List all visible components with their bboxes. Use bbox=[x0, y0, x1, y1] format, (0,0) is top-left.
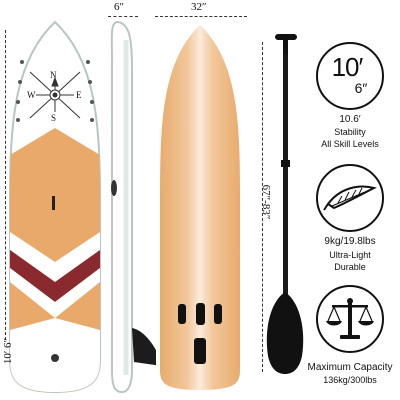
compass-n: N bbox=[50, 70, 57, 80]
capacity-value: 136kg/300lbs bbox=[323, 375, 377, 385]
capacity-badge bbox=[316, 285, 384, 353]
paddle-length-dimension-line bbox=[262, 42, 263, 372]
compass-w: W bbox=[27, 90, 36, 100]
weight-line2: Durable bbox=[334, 262, 366, 272]
weight-value: 9kg/19.8lbs bbox=[324, 236, 376, 247]
thickness-dimension-line bbox=[108, 16, 138, 17]
capacity-title: Maximum Capacity bbox=[307, 362, 393, 373]
length-badge-feet: 10′ bbox=[331, 52, 364, 82]
paddle bbox=[266, 34, 304, 374]
board-bottom-view bbox=[156, 19, 244, 395]
scale-icon bbox=[326, 298, 374, 339]
length-badge: 10′ 6″ bbox=[316, 42, 384, 110]
thickness-label: 6″ bbox=[114, 1, 125, 13]
compass-icon bbox=[29, 71, 81, 119]
compass-e: E bbox=[76, 90, 82, 100]
compass-s: S bbox=[51, 113, 57, 123]
stability-value: 10.6′ bbox=[339, 114, 361, 125]
length-dimension-line bbox=[5, 30, 6, 340]
stability-line2: All Skill Levels bbox=[321, 139, 379, 149]
length-label: 10′ 6″ bbox=[2, 337, 14, 365]
weight-badge bbox=[316, 164, 384, 232]
board-side-view bbox=[110, 20, 160, 394]
width-dimension-line bbox=[155, 16, 247, 17]
feather-icon bbox=[323, 185, 377, 211]
length-badge-inches: 6″ bbox=[354, 80, 368, 96]
weight-line1: Ultra-Light bbox=[329, 250, 371, 260]
board-top-view bbox=[9, 20, 101, 394]
stability-line1: Stability bbox=[334, 127, 366, 137]
width-label: 32″ bbox=[191, 1, 207, 13]
